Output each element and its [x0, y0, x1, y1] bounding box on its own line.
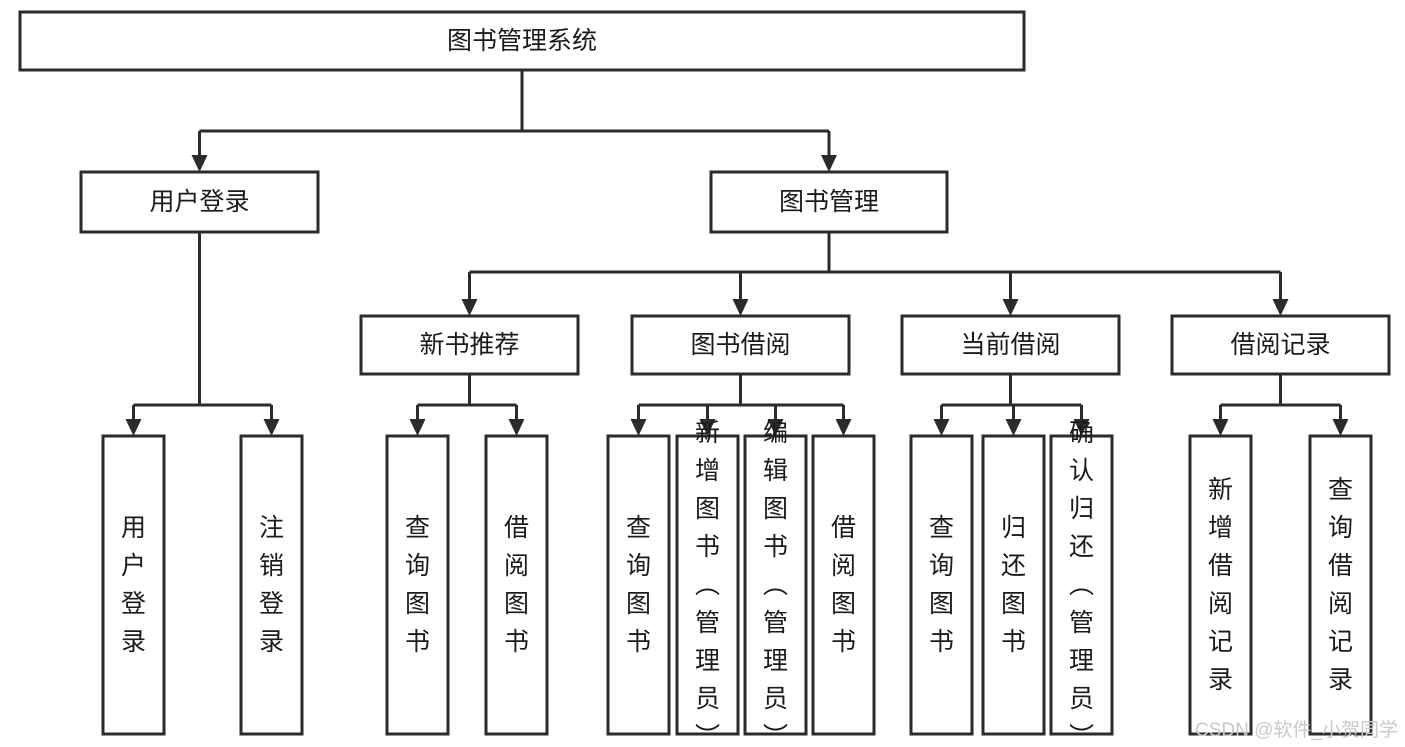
node-leaf-user-login-box[interactable] — [101, 434, 166, 736]
node-leaf-return-book[interactable]: 归还图书 — [981, 434, 1046, 736]
node-user-login[interactable]: 用户登录 — [79, 170, 320, 234]
node-leaf-return-book-label: 归还图书 — [1001, 514, 1026, 656]
arrow-head-icon — [821, 155, 837, 172]
node-leaf-add-record-box[interactable] — [1188, 434, 1253, 736]
node-leaf-borrow-book-2-label: 借阅图书 — [831, 514, 856, 656]
node-leaf-query-book-1-label: 查询图书 — [405, 514, 430, 656]
arrow-head-icon — [461, 299, 478, 316]
node-leaf-borrow-book-1[interactable]: 借阅图书 — [484, 434, 549, 736]
node-leaf-user-logout-label: 注销登录 — [259, 514, 284, 656]
node-leaf-edit-book-box[interactable] — [743, 434, 808, 736]
node-current-borrow-label: 当前借阅 — [960, 331, 1060, 359]
node-leaf-user-logout[interactable]: 注销登录 — [239, 434, 304, 736]
arrow-head-icon — [835, 419, 852, 436]
arrow-head-icon — [630, 419, 647, 436]
node-leaf-query-book-3[interactable]: 查询图书 — [909, 434, 974, 736]
node-leaf-query-book-2-box[interactable] — [606, 434, 671, 736]
root-node-system-label: 图书管理系统 — [447, 27, 597, 55]
node-book-manage-label: 图书管理 — [779, 188, 879, 216]
node-new-book-recommend-label: 新书推荐 — [419, 331, 519, 359]
node-leaf-query-record[interactable]: 查询借阅记录 — [1308, 434, 1373, 736]
node-leaf-edit-book-label: 编辑图书︵管理员︶ — [763, 419, 788, 747]
node-leaf-query-book-2[interactable]: 查询图书 — [606, 434, 671, 736]
node-book-borrow-box[interactable] — [630, 314, 851, 376]
node-leaf-add-book-box[interactable] — [675, 434, 740, 736]
root-node-system[interactable]: 图书管理系统 — [18, 10, 1026, 72]
arrow-head-icon — [1002, 299, 1019, 316]
node-leaf-query-record-box[interactable] — [1308, 434, 1373, 736]
node-borrow-record[interactable]: 借阅记录 — [1170, 314, 1391, 376]
node-leaf-add-record-label: 新增借阅记录 — [1208, 476, 1233, 694]
node-leaf-add-book-label: 新增图书︵管理员︶ — [695, 419, 720, 747]
arrow-head-icon — [1212, 419, 1229, 436]
node-current-borrow[interactable]: 当前借阅 — [900, 314, 1121, 376]
node-layer: 图书管理系统用户登录图书管理新书推荐图书借阅当前借阅借阅记录用户登录注销登录查询… — [18, 10, 1391, 747]
arrow-head-icon — [933, 419, 950, 436]
node-user-login-label: 用户登录 — [149, 188, 249, 216]
arrow-head-icon — [1073, 419, 1090, 436]
arrow-head-icon — [409, 419, 426, 436]
node-current-borrow-box[interactable] — [900, 314, 1121, 376]
node-leaf-query-book-3-box[interactable] — [909, 434, 974, 736]
arrow-head-icon — [191, 155, 208, 172]
node-leaf-confirm-return-label: 确认归还︵管理员︶ — [1069, 419, 1094, 747]
node-leaf-user-logout-box[interactable] — [239, 434, 304, 736]
watermark-text: CSDN @软件_小贺同学 — [1195, 719, 1398, 741]
arrow-head-icon — [1332, 419, 1349, 436]
node-leaf-edit-book[interactable]: 编辑图书︵管理员︶ — [743, 419, 808, 747]
node-new-book-recommend[interactable]: 新书推荐 — [359, 314, 580, 376]
node-leaf-query-book-1-box[interactable] — [385, 434, 450, 736]
arrow-head-icon — [699, 419, 716, 436]
node-leaf-confirm-return-box[interactable] — [1049, 434, 1114, 736]
arrow-head-icon — [125, 419, 142, 436]
node-leaf-query-book-3-label: 查询图书 — [929, 514, 954, 656]
node-borrow-record-label: 借阅记录 — [1230, 331, 1330, 359]
node-leaf-borrow-book-1-box[interactable] — [484, 434, 549, 736]
node-user-login-box[interactable] — [79, 170, 320, 234]
arrow-head-icon — [767, 419, 784, 436]
node-leaf-user-login[interactable]: 用户登录 — [101, 434, 166, 736]
connector-layer — [125, 70, 1349, 436]
node-leaf-query-record-label: 查询借阅记录 — [1328, 476, 1353, 694]
node-new-book-recommend-box[interactable] — [359, 314, 580, 376]
node-leaf-borrow-book-2-box[interactable] — [811, 434, 876, 736]
arrow-head-icon — [508, 419, 525, 436]
root-node-system-box[interactable] — [18, 10, 1026, 72]
node-book-borrow-label: 图书借阅 — [690, 331, 790, 359]
arrow-head-icon — [263, 419, 280, 436]
node-leaf-add-record[interactable]: 新增借阅记录 — [1188, 434, 1253, 736]
arrow-head-icon — [732, 299, 749, 316]
node-book-manage-box[interactable] — [709, 170, 949, 234]
node-leaf-add-book[interactable]: 新增图书︵管理员︶ — [675, 419, 740, 747]
node-leaf-user-login-label: 用户登录 — [121, 514, 146, 656]
node-leaf-confirm-return[interactable]: 确认归还︵管理员︶ — [1049, 419, 1114, 747]
node-book-manage[interactable]: 图书管理 — [709, 170, 949, 234]
node-leaf-query-book-2-label: 查询图书 — [626, 514, 651, 656]
arrow-head-icon — [1005, 419, 1022, 436]
arrow-head-icon — [1272, 299, 1289, 316]
node-leaf-borrow-book-1-label: 借阅图书 — [504, 514, 529, 656]
node-leaf-borrow-book-2[interactable]: 借阅图书 — [811, 434, 876, 736]
node-leaf-query-book-1[interactable]: 查询图书 — [385, 434, 450, 736]
node-borrow-record-box[interactable] — [1170, 314, 1391, 376]
node-leaf-return-book-box[interactable] — [981, 434, 1046, 736]
node-book-borrow[interactable]: 图书借阅 — [630, 314, 851, 376]
